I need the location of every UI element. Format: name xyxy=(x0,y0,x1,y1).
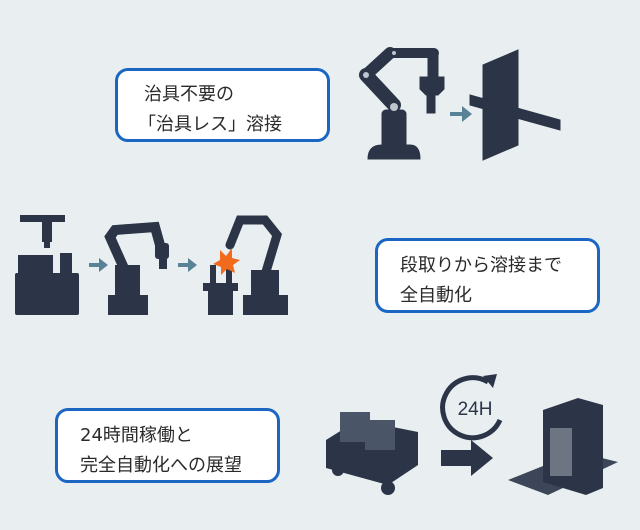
callout-line: 全自動化 xyxy=(400,285,472,306)
arrow-icon xyxy=(178,258,197,272)
robot-arm-welding-illustration xyxy=(359,47,561,161)
callout-jigless-welding: 治具不要の 「治具レス」溶接 xyxy=(115,68,330,142)
callout-line: 段取りから溶接まで xyxy=(400,255,562,276)
callout-line: 完全自動化への展望 xyxy=(80,455,242,476)
spark-icon xyxy=(213,248,240,275)
callout-full-automation: 段取りから溶接まで 全自動化 xyxy=(375,238,600,313)
arrow-icon xyxy=(89,258,108,272)
clock-label: 24H xyxy=(458,399,493,420)
callout-line: 治具不要の xyxy=(144,84,234,105)
callout-24h-operation: 24時間稼働と 完全自動化への展望 xyxy=(55,408,280,483)
setup-to-welding-illustration xyxy=(15,215,288,315)
agv-24h-conveyor-illustration: 24H xyxy=(326,374,618,495)
callout-line: 24時間稼働と xyxy=(80,425,193,446)
arrow-icon xyxy=(450,106,472,122)
callout-line: 「治具レス」溶接 xyxy=(138,114,282,135)
clock-24h-icon: 24H xyxy=(440,374,503,441)
